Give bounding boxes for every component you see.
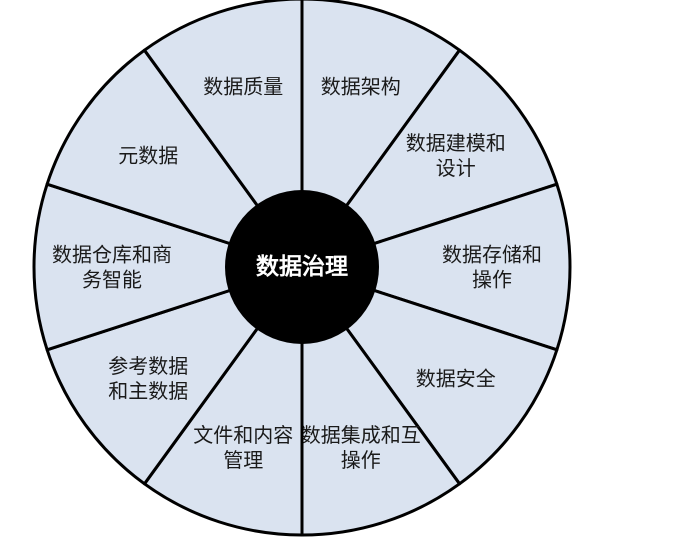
segment-label-document-content: 文件和内容管理 [193, 423, 293, 472]
segment-label-warehousing-bi: 数据仓库和商务智能 [52, 243, 172, 292]
segment-label-line: 务智能 [82, 268, 142, 292]
segment-label-line: 数据质量 [203, 74, 283, 98]
segment-label-line: 数据仓库和商 [52, 243, 172, 267]
segment-label-line: 操作 [341, 448, 381, 472]
segment-label-line: 操作 [472, 268, 512, 292]
segment-label-security: 数据安全 [416, 367, 496, 391]
segment-label-line: 数据建模和 [406, 131, 506, 155]
segment-label-reference-master: 参考数据和主数据 [108, 354, 188, 403]
segment-label-architecture: 数据架构 [321, 74, 401, 98]
segment-label-line: 文件和内容 [193, 423, 293, 447]
segment-label-storage-operations: 数据存储和操作 [442, 243, 542, 292]
segment-label-metadata: 元数据 [118, 143, 178, 167]
wheel-hub: 数据治理 [225, 190, 379, 344]
hub-circle [225, 190, 379, 344]
segment-label-line: 数据存储和 [442, 243, 542, 267]
segment-label-line: 数据安全 [416, 367, 496, 391]
segment-label-line: 数据架构 [321, 74, 401, 98]
segment-label-line: 数据集成和互 [301, 423, 421, 447]
segment-label-quality: 数据质量 [203, 74, 283, 98]
wheel-segments: 数据架构数据建模和设计数据存储和操作数据安全数据集成和互操作文件和内容管理参考数… [32, 0, 572, 537]
hub-label: 数据治理 [256, 253, 348, 280]
segment-label-modeling-design: 数据建模和设计 [406, 131, 506, 180]
segment-label-line: 参考数据 [108, 354, 188, 378]
segment-label-line: 元数据 [118, 143, 178, 167]
segment-label-line: 管理 [223, 448, 263, 472]
segment-label-line: 和主数据 [108, 379, 188, 403]
segment-label-line: 设计 [436, 156, 476, 180]
segment-label-integration-interoperability: 数据集成和互操作 [301, 423, 421, 472]
